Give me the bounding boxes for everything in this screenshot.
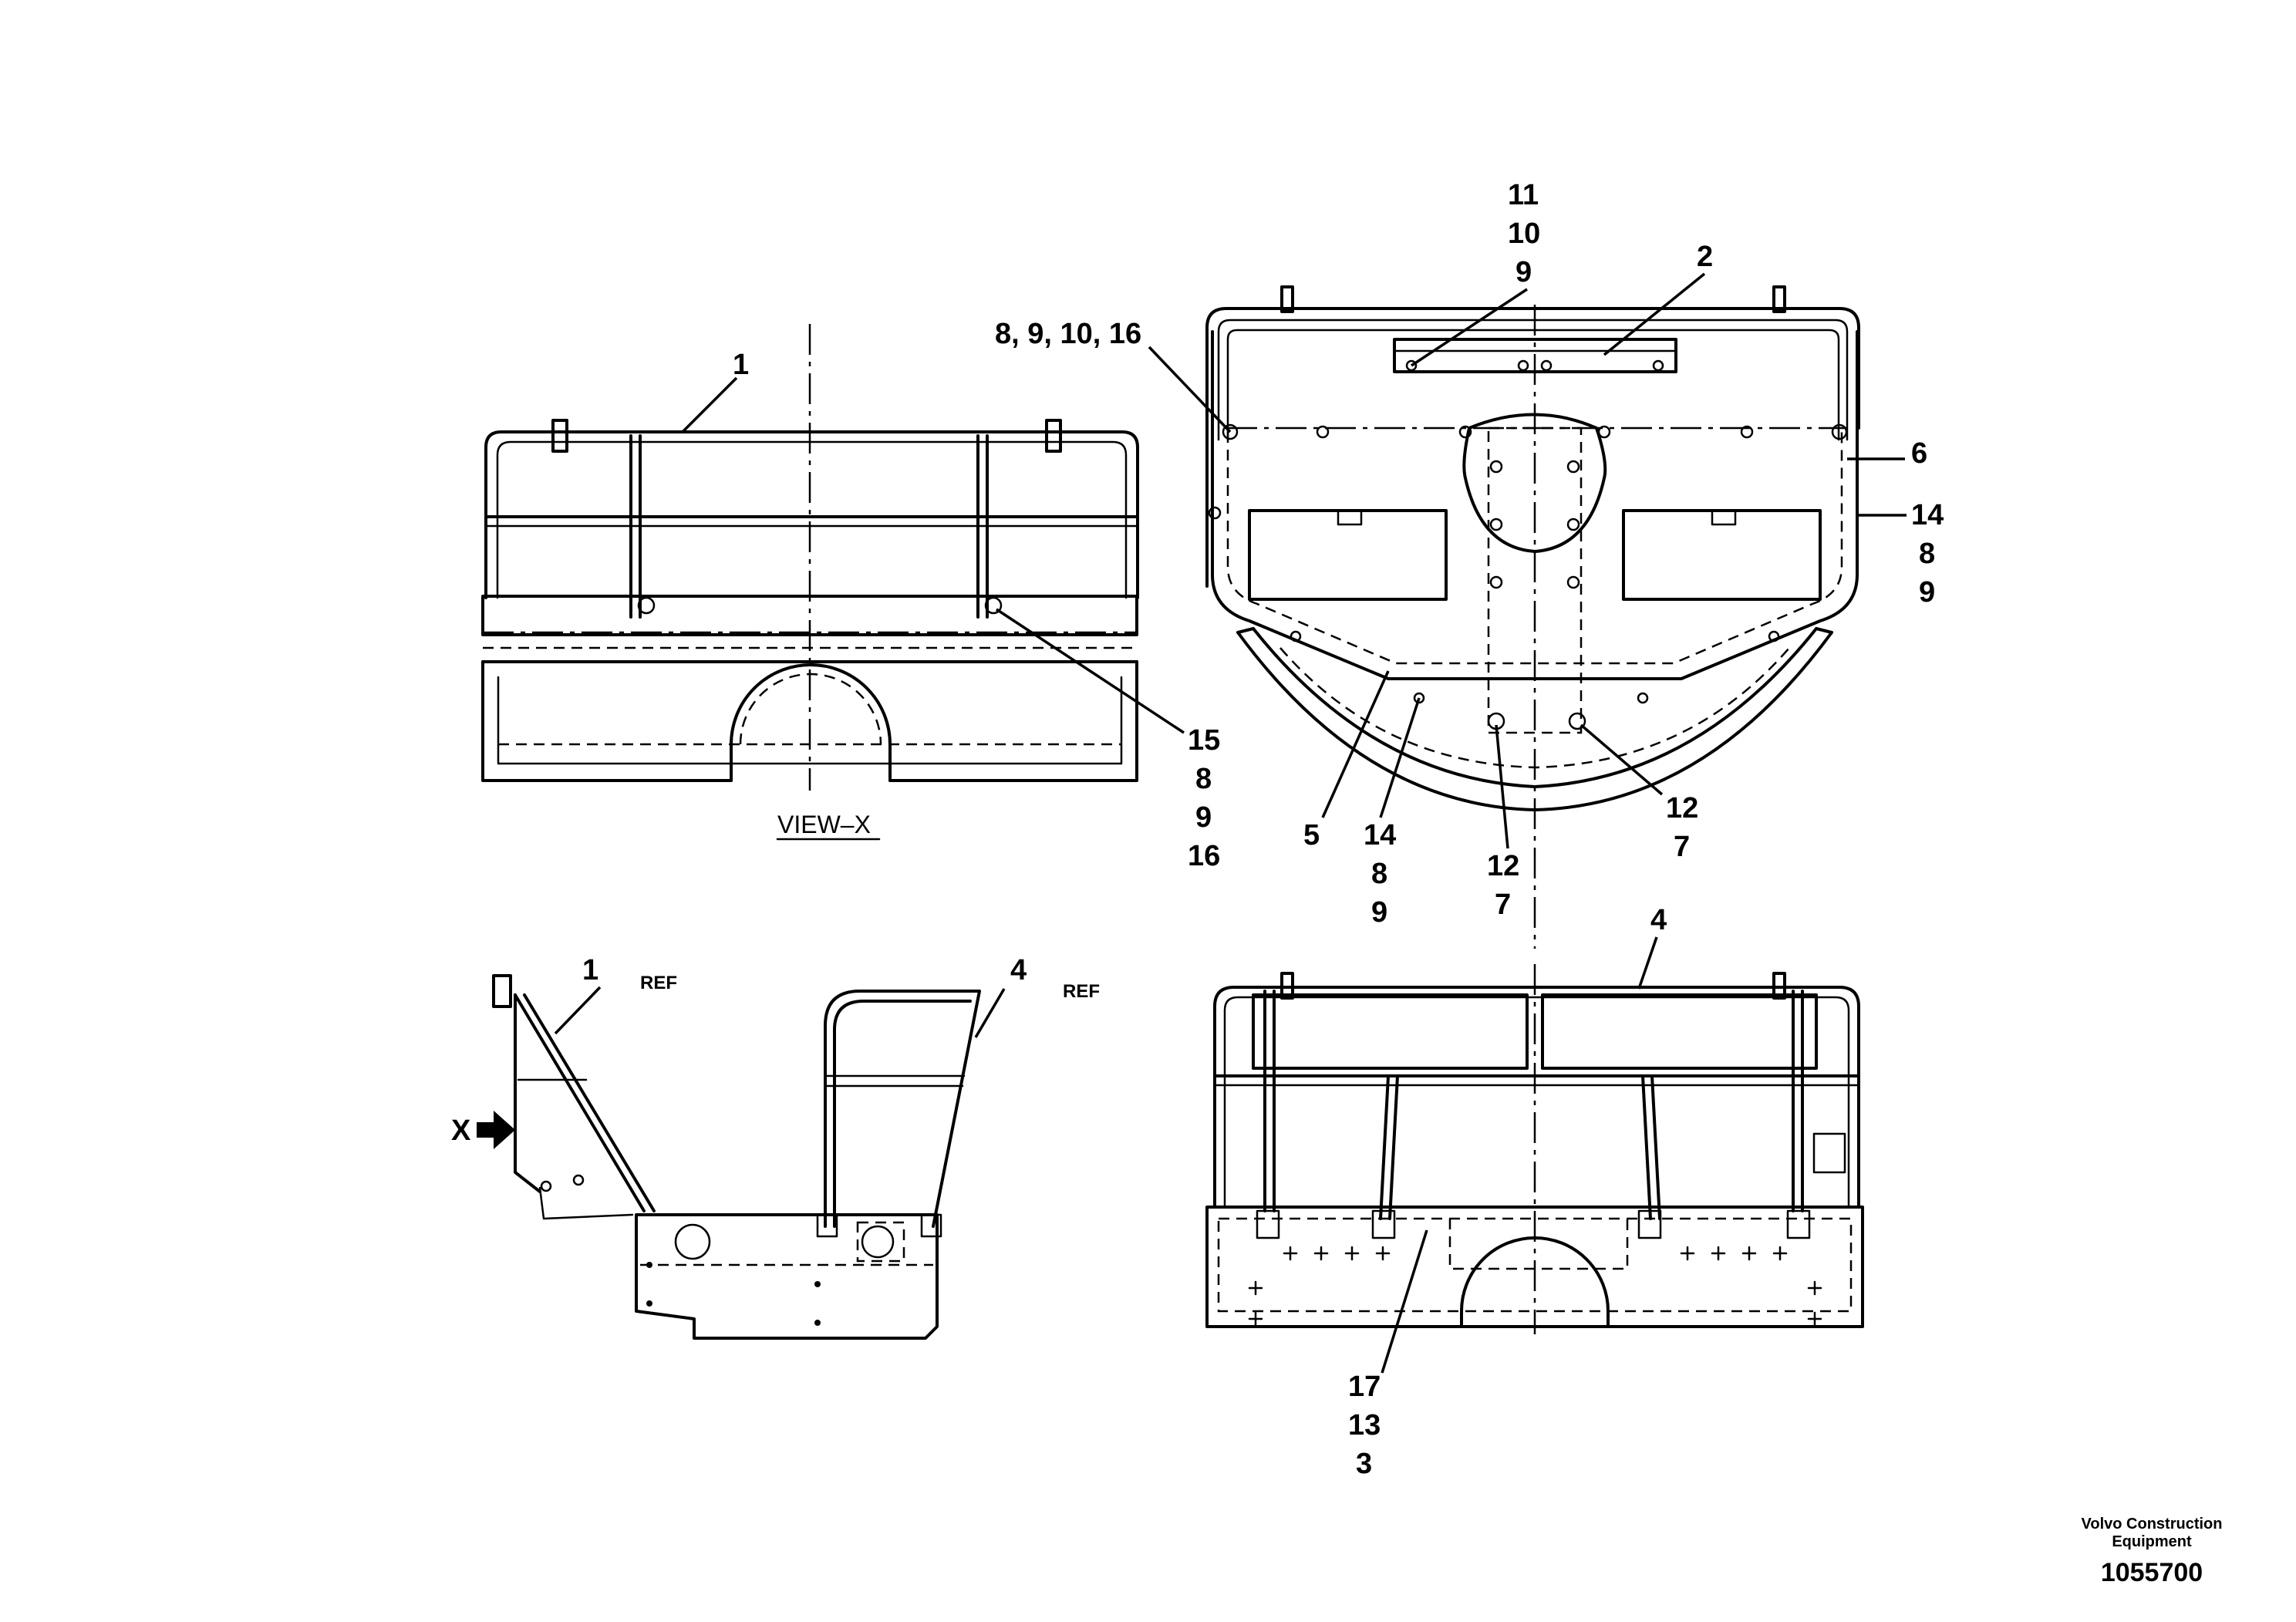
callout-10: 10 xyxy=(1508,218,1540,250)
callout-13: 13 xyxy=(1348,1409,1381,1442)
callout-14-bottom: 14 xyxy=(1364,819,1396,851)
ref-label-1: REF xyxy=(640,973,677,993)
callout-12-left: 12 xyxy=(1487,850,1519,882)
callout-7-right: 7 xyxy=(1674,831,1690,863)
document-number: 1055700 xyxy=(2101,1558,2203,1587)
callout-17: 17 xyxy=(1348,1371,1381,1403)
callout-8-view-x: 8 xyxy=(1195,763,1212,795)
company-name-line1: Volvo Construction xyxy=(2082,1516,2223,1533)
callout-6: 6 xyxy=(1911,437,1927,470)
callout-14-right: 14 xyxy=(1911,499,1944,531)
top-view-drawing: 11 10 9 2 8, 9, 10, 16 6 14 8 9 5 14 8 9… xyxy=(995,179,1944,949)
callout-8-9-10-16: 8, 9, 10, 16 xyxy=(995,318,1141,350)
callout-16-view-x: 16 xyxy=(1188,840,1220,872)
callout-7-left: 7 xyxy=(1495,889,1511,921)
callout-8-right: 8 xyxy=(1919,538,1935,570)
company-name-line2: Equipment xyxy=(2112,1533,2192,1550)
callout-9-view-x: 9 xyxy=(1195,801,1212,834)
callout-8-bottom: 8 xyxy=(1371,858,1387,890)
callout-x: X xyxy=(451,1114,471,1147)
ref-label-4: REF xyxy=(1063,981,1100,1002)
callout-3: 3 xyxy=(1356,1448,1372,1480)
callout-15: 15 xyxy=(1188,724,1220,757)
callout-5: 5 xyxy=(1303,819,1320,851)
callout-11: 11 xyxy=(1508,179,1539,211)
callout-4-side: 4 xyxy=(1010,954,1027,986)
view-x-label: VIEW–X xyxy=(777,811,871,838)
rear-view-drawing: 4 17 13 3 xyxy=(1205,904,1864,1480)
callout-2: 2 xyxy=(1697,241,1713,273)
callout-9-bottom: 9 xyxy=(1371,896,1387,929)
callout-12-right: 12 xyxy=(1666,792,1698,824)
footer: Volvo Construction Equipment 1055700 xyxy=(2082,1516,2223,1587)
callout-9-right: 9 xyxy=(1919,576,1935,609)
callout-4-rear: 4 xyxy=(1650,904,1667,936)
callout-1-view-x: 1 xyxy=(733,349,749,381)
callout-1-side: 1 xyxy=(582,954,598,986)
view-x-drawing: 1 15 8 9 16 VIEW–X xyxy=(481,324,1220,872)
side-view-drawing: X 1 REF 4 REF xyxy=(451,954,1100,1340)
callout-9-top: 9 xyxy=(1515,256,1532,288)
